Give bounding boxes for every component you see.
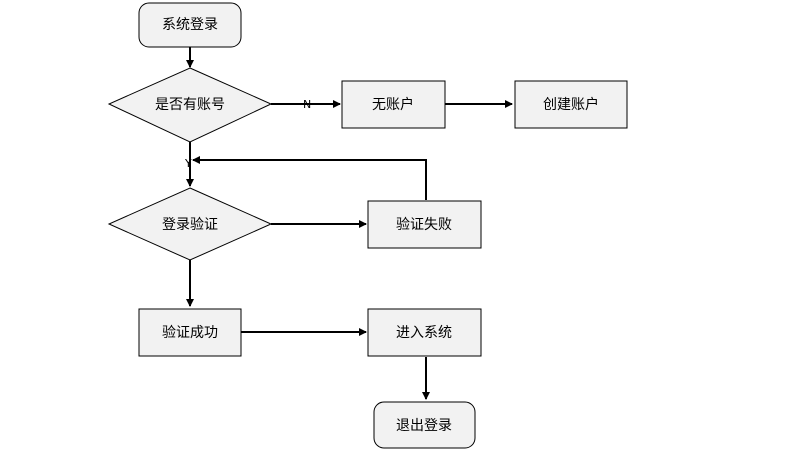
node-create-account: 创建账户 [514, 80, 628, 129]
node-has-account: 是否有账号 [107, 67, 273, 143]
node-logout: 退出登录 [373, 401, 476, 449]
node-has-account-label: 是否有账号 [155, 97, 225, 113]
node-system-login: 系统登录 [138, 2, 242, 48]
node-verify-fail: 验证失败 [367, 200, 482, 249]
edge-label-yes: Y [184, 157, 192, 170]
node-logout-label: 退出登录 [396, 418, 452, 434]
edge-label-no: N [303, 98, 311, 111]
node-no-account: 无账户 [341, 80, 446, 129]
node-no-account-label: 无账户 [372, 96, 414, 113]
node-enter-system-label: 进入系统 [396, 325, 452, 341]
edges [186, 47, 513, 400]
node-system-login-label: 系统登录 [162, 17, 218, 33]
node-verify-fail-label: 验证失败 [396, 217, 452, 233]
node-login-verify-label: 登录验证 [162, 217, 218, 233]
node-verify-success-label: 验证成功 [162, 325, 218, 341]
node-login-verify: 登录验证 [107, 187, 273, 261]
node-create-account-label: 创建账户 [543, 96, 599, 113]
edge-fail-loop-back [192, 156, 427, 200]
node-verify-success: 验证成功 [138, 308, 242, 357]
node-enter-system: 进入系统 [367, 308, 482, 357]
